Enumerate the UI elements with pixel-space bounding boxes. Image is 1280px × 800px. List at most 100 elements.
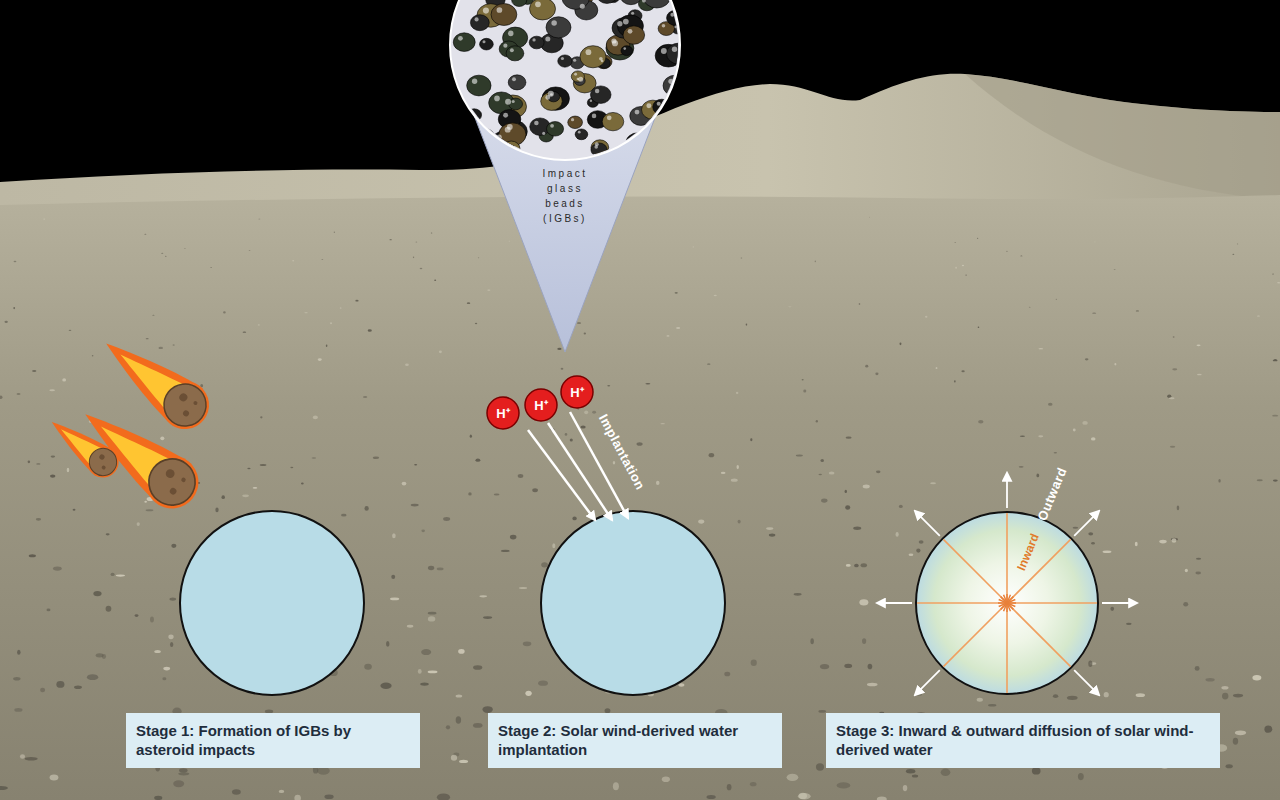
rock [1172, 368, 1177, 370]
rock [577, 322, 581, 324]
rock [28, 460, 31, 463]
rock [279, 790, 285, 793]
center-burst [1007, 603, 1010, 611]
rock [859, 303, 861, 304]
rock [925, 316, 927, 318]
rock [326, 344, 328, 347]
bead-highlight [671, 102, 674, 105]
bead-highlight [578, 131, 581, 134]
rock [954, 380, 956, 382]
glass-bead [666, 43, 691, 64]
rock [737, 465, 739, 469]
rock [467, 302, 470, 304]
bead-highlight [617, 21, 622, 26]
rock [473, 665, 482, 670]
rock [1170, 446, 1175, 448]
center-burst [999, 603, 1007, 606]
rock [253, 487, 258, 489]
inward-ray [1006, 603, 1008, 693]
rock [538, 680, 548, 685]
rock [816, 420, 818, 422]
bead-highlight [550, 93, 553, 96]
rock [1159, 540, 1167, 544]
rock [919, 540, 924, 544]
rock [572, 516, 576, 520]
rock [613, 782, 619, 790]
rock [301, 482, 304, 484]
rock [446, 725, 450, 729]
stage-caption: Stage 3: Inward & outward diffusion of s… [836, 721, 1210, 760]
rock [727, 784, 732, 790]
rock [1272, 415, 1278, 417]
rock [675, 292, 678, 294]
rock [1222, 693, 1228, 700]
rock [494, 494, 500, 496]
bead-highlight [601, 60, 604, 63]
rock [17, 650, 21, 655]
glass-bead [470, 15, 489, 31]
rock [1195, 572, 1201, 575]
glass-bead [446, 106, 469, 126]
callout-text: Impact glass beads (IGBs) [529, 166, 601, 226]
rock [1073, 428, 1076, 431]
glass-bead [506, 46, 524, 61]
rock [709, 453, 715, 457]
rock [150, 616, 154, 622]
glass-bead [546, 17, 571, 38]
rock [169, 598, 176, 601]
outward-arrow [877, 602, 912, 604]
rock [518, 474, 524, 478]
rock [475, 323, 477, 325]
bead-highlight [668, 79, 673, 84]
glass-bead [643, 0, 671, 8]
rock [368, 329, 372, 331]
rock [1020, 435, 1025, 437]
rock [1029, 306, 1031, 308]
rock [258, 324, 260, 325]
rock [47, 609, 51, 612]
outward-arrow [1074, 511, 1099, 536]
glass-bead [661, 105, 674, 116]
rock [152, 314, 154, 316]
rock [334, 232, 335, 233]
rock [1136, 693, 1145, 697]
rock [1169, 397, 1175, 399]
ion-label: H⁺ [534, 399, 547, 412]
rock [707, 363, 710, 365]
bead-highlight [534, 121, 539, 126]
rock [1135, 542, 1138, 547]
rock [1185, 569, 1188, 573]
glass-bead [461, 122, 486, 143]
rock [1085, 358, 1089, 360]
rock [645, 383, 650, 384]
rock [25, 757, 38, 761]
rock [420, 268, 423, 269]
outward-arrow [1102, 602, 1137, 604]
bead-highlight [503, 44, 507, 48]
rock [478, 257, 479, 259]
rock [173, 780, 184, 787]
rock [317, 767, 330, 775]
rock [428, 616, 435, 621]
rock [750, 438, 752, 441]
rock [961, 370, 964, 372]
rock [941, 769, 951, 777]
rock [863, 485, 870, 489]
ion-label: H⁺ [570, 386, 583, 399]
rock [525, 691, 531, 696]
bead-highlight [483, 40, 486, 43]
rock [146, 338, 149, 339]
rock [418, 669, 422, 674]
rock [223, 311, 226, 313]
rock [510, 535, 517, 540]
center-burst [1007, 600, 1015, 603]
bead-highlight [631, 136, 636, 141]
rock [613, 461, 615, 465]
bead-highlight [595, 89, 600, 94]
rock [364, 664, 372, 670]
rock [584, 332, 586, 334]
glass-bead [591, 143, 607, 157]
rock [456, 694, 463, 697]
rock [475, 458, 480, 461]
rock [36, 518, 41, 521]
